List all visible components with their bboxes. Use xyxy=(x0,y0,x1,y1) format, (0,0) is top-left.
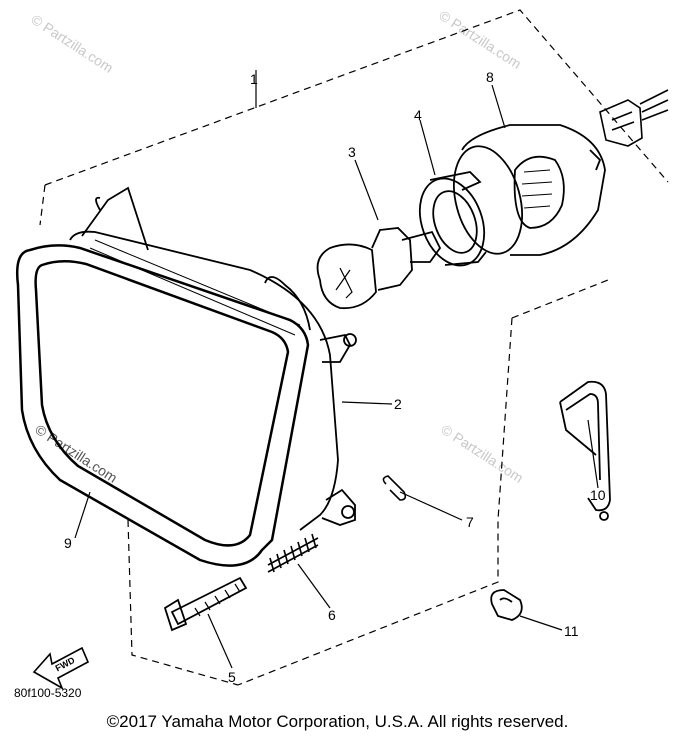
part-number-2: 2 xyxy=(394,396,402,412)
part-number-11: 11 xyxy=(564,623,579,639)
leader-2 xyxy=(341,401,393,405)
adjusting-screw xyxy=(163,576,248,632)
bulb xyxy=(316,227,442,310)
headlight-unit xyxy=(69,186,357,531)
clip xyxy=(382,475,407,501)
watermark-right: © Partzilla.com xyxy=(438,421,526,486)
part-number-1: 1 xyxy=(250,71,258,87)
watermark-top-right: © Partzilla.com xyxy=(436,7,524,72)
leader-lines xyxy=(74,84,599,669)
part-number-10: 10 xyxy=(590,487,606,503)
copyright-notice: ©2017 Yamaha Motor Corporation, U.S.A. A… xyxy=(106,712,569,731)
part-number-6: 6 xyxy=(328,607,336,623)
leader-4 xyxy=(419,119,436,176)
leader-9 xyxy=(74,491,91,539)
headlight-rim xyxy=(16,244,310,567)
bracket xyxy=(559,380,611,521)
leader-5 xyxy=(207,613,233,669)
fwd-arrow-icon: FWD xyxy=(32,646,90,690)
leader-3 xyxy=(354,159,379,221)
watermark-left: © Partzilla.com xyxy=(32,421,120,486)
spring xyxy=(267,533,319,573)
rubber-boot xyxy=(453,124,606,256)
part-number-9: 9 xyxy=(64,535,72,551)
part-number-7: 7 xyxy=(466,514,474,530)
part-number-4: 4 xyxy=(414,107,422,123)
wire-connector xyxy=(599,89,669,147)
leader-11 xyxy=(519,615,563,631)
grommet xyxy=(490,589,523,621)
part-number-5: 5 xyxy=(228,669,236,685)
leader-10 xyxy=(587,419,599,489)
leader-7 xyxy=(399,491,463,521)
diagram-code: 80f100-5320 xyxy=(14,686,82,700)
watermark-top-left: © Partzilla.com xyxy=(28,11,116,76)
bulb-retaining-ring xyxy=(418,171,487,267)
assembly-boundary xyxy=(39,9,669,686)
leader-8 xyxy=(491,84,506,129)
leader-6 xyxy=(297,563,331,609)
part-number-3: 3 xyxy=(348,144,356,160)
part-number-8: 8 xyxy=(486,69,494,85)
